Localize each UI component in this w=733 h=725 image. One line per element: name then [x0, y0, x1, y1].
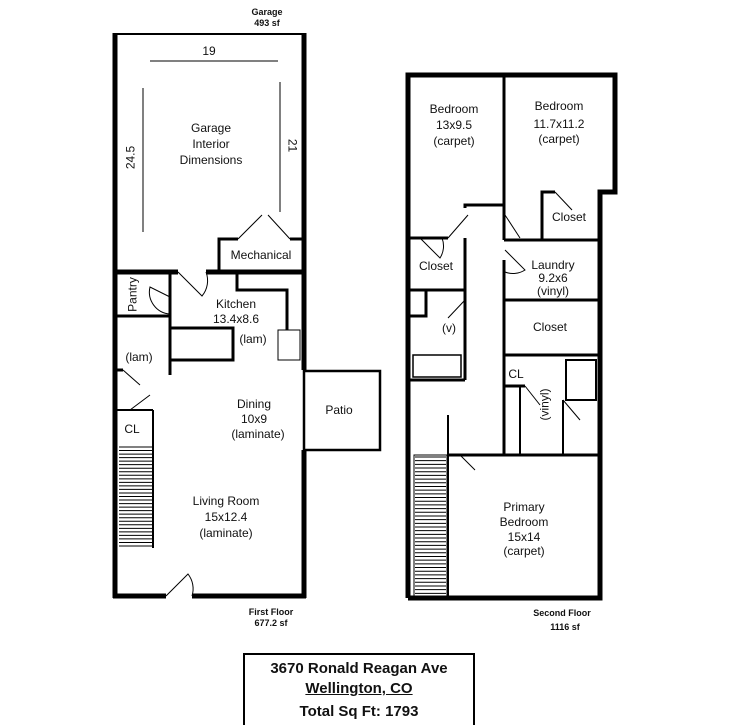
walls	[112, 33, 618, 601]
address: 3670 Ronald Reagan Ave	[270, 660, 448, 677]
total-sqft: Total Sq Ft: 1793	[299, 703, 419, 720]
door-swings	[122, 191, 581, 597]
bath-floor-2: (v)	[442, 321, 456, 335]
bedroom2-name: Bedroom	[534, 99, 584, 113]
bedroom1-name: Bedroom	[429, 102, 479, 116]
garage-title-3: Dimensions	[179, 153, 243, 167]
first-floor-area: 677.2 sf	[254, 618, 288, 628]
bedroom1-size: 13x9.5	[435, 118, 473, 132]
garage-area: 493 sf	[254, 18, 280, 28]
closet-left-label: Closet	[418, 259, 454, 273]
first-floor-label: First Floor	[248, 607, 294, 617]
property-info-box: 3670 Ronald Reagan Ave Wellington, CO To…	[243, 653, 475, 725]
bedroom2-size: 11.7x11.2	[533, 117, 585, 131]
dining-name: Dining	[236, 397, 272, 411]
primary-name: Primary	[503, 500, 545, 514]
dimension-arrows	[142, 60, 281, 232]
garage-title-2: Interior	[192, 137, 230, 151]
garage-right-dim: 21	[285, 138, 300, 153]
kitchen-floor: (lam)	[239, 332, 267, 346]
garage-title-1: Garage	[190, 121, 232, 135]
bath-floor: (lam)	[125, 350, 153, 364]
laundry-floor: (vinyl)	[537, 284, 569, 298]
primary-floor: (carpet)	[503, 544, 545, 558]
stairs-second-floor	[415, 456, 446, 598]
closet-mid-label: Closet	[532, 320, 568, 334]
garage-width-dim: 19	[202, 44, 216, 58]
cl-label: CL	[508, 367, 524, 381]
garage-label: Garage	[251, 7, 283, 17]
primary-size: 15x14	[507, 530, 541, 544]
primary-name2: Bedroom	[499, 515, 549, 529]
closet-right-label: Closet	[551, 210, 587, 224]
closet-label: CL	[124, 422, 140, 436]
garage-left-dim: 24.5	[123, 145, 138, 170]
patio-label: Patio	[325, 403, 353, 417]
kitchen-name: Kitchen	[215, 297, 257, 311]
living-floor: (laminate)	[199, 526, 253, 540]
laundry-name: Laundry	[531, 258, 575, 272]
primary-bath-floor: (vinyl)	[537, 388, 552, 421]
living-name: Living Room	[192, 494, 260, 508]
kitchen-size: 13.4x8.6	[212, 312, 260, 326]
dining-size: 10x9	[240, 412, 268, 426]
bedroom1-floor: (carpet)	[433, 134, 475, 148]
mechanical-label: Mechanical	[230, 248, 292, 262]
stairs-first-floor	[119, 446, 152, 547]
second-floor-area: 1116 sf	[550, 622, 580, 632]
bedroom2-floor: (carpet)	[538, 132, 580, 146]
living-size: 15x12.4	[204, 510, 248, 524]
second-floor-label: Second Floor	[533, 608, 591, 618]
dining-floor: (laminate)	[231, 427, 285, 441]
laundry-size: 9.2x6	[538, 271, 568, 285]
city: Wellington, CO	[305, 680, 413, 697]
pantry-label: Pantry	[125, 277, 140, 312]
